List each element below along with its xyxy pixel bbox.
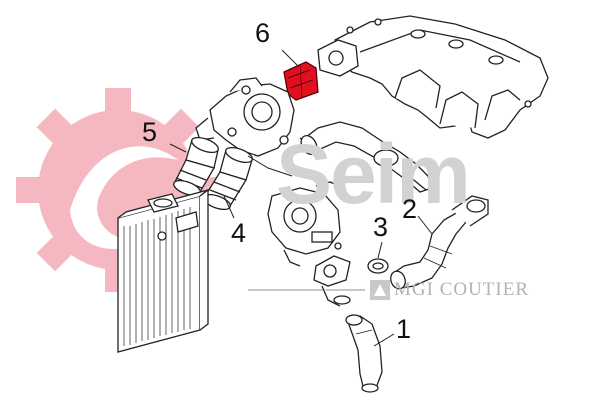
leader-line-6 <box>281 49 299 67</box>
callout-1: 1 <box>396 314 412 344</box>
leader-line-2 <box>417 215 433 235</box>
watermark-brand-text: Seim <box>276 127 471 221</box>
gasket-flange <box>313 255 351 307</box>
callout-2: 2 <box>402 194 418 224</box>
intercooler-sleeve-right <box>203 146 253 211</box>
leader-line-5 <box>169 143 187 153</box>
watermark-badge-icon <box>370 280 390 300</box>
charge-pipe-upper <box>299 121 433 193</box>
leader-line-1 <box>373 333 395 347</box>
callout-4: 4 <box>231 218 247 248</box>
leader-lines <box>169 49 433 347</box>
intercooler <box>117 188 209 353</box>
curved-hose <box>390 195 489 290</box>
intercooler-sleeve-left <box>173 136 219 197</box>
watermark-company-text: MGI COUTIER <box>394 279 530 300</box>
leader-line-3 <box>377 241 383 259</box>
intake-sleeve-highlighted <box>283 61 319 101</box>
lower-hose <box>345 314 383 393</box>
intake-manifold <box>317 15 549 139</box>
callout-5: 5 <box>142 117 158 147</box>
leader-line-4 <box>223 195 235 219</box>
throttle-body <box>195 77 295 157</box>
callout-6: 6 <box>255 18 271 48</box>
callout-3: 3 <box>373 212 389 242</box>
clamp-ring <box>367 258 389 274</box>
turbocharger <box>267 181 345 267</box>
